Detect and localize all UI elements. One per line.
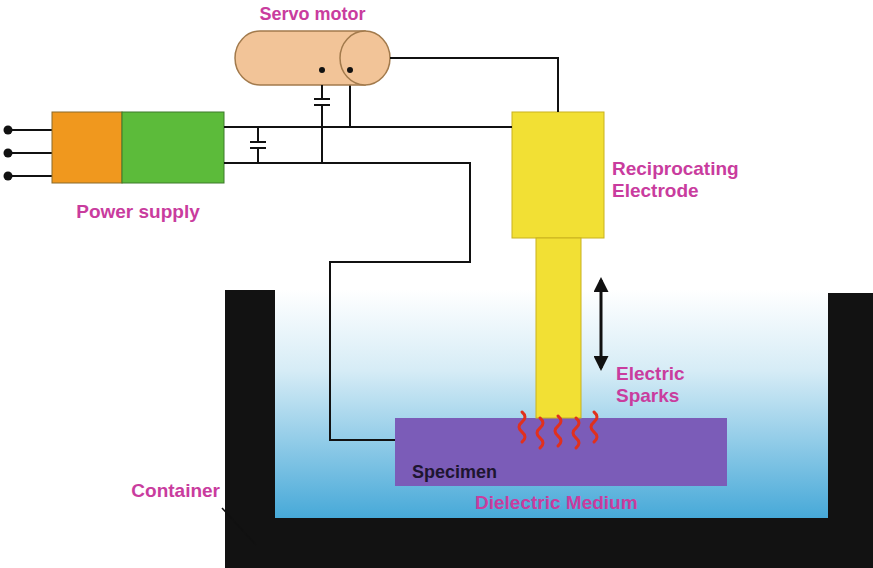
capacitor-gap xyxy=(312,99,332,105)
electrode-body xyxy=(512,112,604,418)
node-label: Power supply xyxy=(22,201,254,223)
spark xyxy=(573,418,579,448)
capacitor-lead xyxy=(257,148,259,163)
container-label: Container xyxy=(96,480,220,502)
power-supply-box: Power supply xyxy=(52,112,224,183)
input-wire xyxy=(8,152,52,154)
input-wire xyxy=(8,129,52,131)
input-wire xyxy=(8,175,52,177)
servo-motor-cylinder xyxy=(235,31,390,85)
leader-line xyxy=(222,508,256,545)
node-label: Dielectric Medium xyxy=(475,492,638,514)
capacitor-plate xyxy=(314,98,330,100)
dielectric-region: Dielectric Medium Specimen xyxy=(275,290,828,518)
electrode-holder xyxy=(512,112,604,238)
capacitor-plate xyxy=(250,141,266,143)
terminal-dot xyxy=(4,149,13,158)
wire xyxy=(224,163,470,440)
electrode-box: Reciprocating Electrode xyxy=(512,112,604,238)
terminal-dot xyxy=(4,126,13,135)
capacitor-lead xyxy=(257,127,259,142)
spark xyxy=(537,418,543,448)
pulse-generator-block xyxy=(122,112,224,183)
spark xyxy=(555,416,561,446)
specimen-block xyxy=(395,418,727,486)
wire xyxy=(224,85,322,163)
spark xyxy=(519,412,525,442)
power-supply-unit xyxy=(4,112,225,183)
spark-squiggles xyxy=(519,412,597,448)
rectifier-block xyxy=(52,112,122,183)
terminal-dot xyxy=(4,172,13,181)
motor-terminal xyxy=(319,67,325,73)
specimen-box: Specimen xyxy=(395,418,727,486)
electrode-shaft xyxy=(536,238,581,418)
capacitor-plate xyxy=(314,104,330,106)
servo-motor-box: Servo motor xyxy=(235,31,390,85)
container-floor xyxy=(225,518,873,568)
wire xyxy=(224,126,512,128)
node-label: Servo motor xyxy=(215,3,410,25)
capacitor-symbol xyxy=(250,127,266,163)
node-label: Reciprocating Electrode xyxy=(612,158,772,202)
wire xyxy=(390,58,558,112)
motion-arrow xyxy=(600,280,603,368)
spark xyxy=(591,412,597,442)
spark-label: Electric Sparks xyxy=(616,363,716,407)
motor-terminal xyxy=(347,67,353,73)
node-label: Specimen xyxy=(412,461,497,483)
motor-end-cap xyxy=(340,31,390,85)
capacitor-symbol xyxy=(312,99,332,105)
